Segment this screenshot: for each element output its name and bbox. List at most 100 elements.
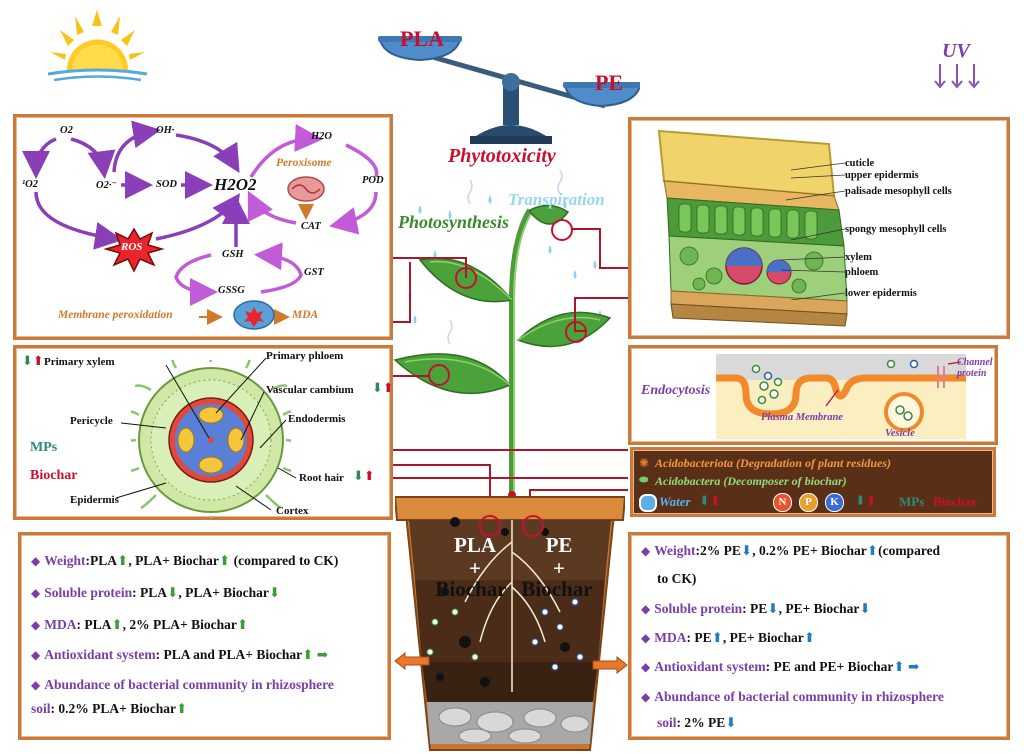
- root-label-leader-lines: [115, 357, 297, 511]
- right-arrow-icon: ➡: [316, 647, 329, 662]
- pla-abundance-row-2: soil: 0.2% PLA+ Biochar⬆: [31, 701, 188, 716]
- root-label-vascular-cambium: Vascular cambium: [266, 384, 354, 396]
- plant-illustration: [393, 169, 612, 528]
- nutrient-n-icon: N: [773, 493, 792, 512]
- pe-scale-label: PE: [595, 70, 624, 95]
- pe-weight-row-2: to CK): [657, 571, 697, 586]
- up-arrow-icon: ⬆: [866, 543, 879, 558]
- acidobactera-icon: ⬬: [639, 474, 649, 486]
- pla-abundance-row: ◆Abundance of bacterial community in rhi…: [31, 677, 334, 692]
- bullet-diamond-icon: ◆: [641, 660, 651, 674]
- left-orange-arrow-icon: [394, 652, 430, 670]
- pe-abundance-row-2: soil: 2% PE⬇: [657, 715, 737, 730]
- pot-illustration: [395, 496, 625, 751]
- pot-pe-line1: PE: [545, 533, 573, 557]
- bullet-diamond-icon: ◆: [31, 678, 41, 692]
- gst-label: GST: [304, 267, 324, 278]
- pod-label: POD: [362, 175, 384, 186]
- uv-label: UV: [942, 40, 970, 62]
- singlet-oxygen-label: ¹O2: [22, 179, 38, 190]
- root-label-primary-xylem: Primary xylem: [44, 356, 115, 368]
- pla-scale-label: PLA: [400, 26, 444, 51]
- endocytosis-label: Endocytosis: [641, 383, 711, 398]
- up-arrow-icon: ⬆: [218, 553, 231, 568]
- ros-label: ROS: [121, 241, 143, 253]
- root-cross-section-illustration: [131, 360, 291, 518]
- up-arrow-icon: ⬆: [175, 701, 188, 716]
- soil-mps-label: MPs: [899, 494, 925, 509]
- bullet-diamond-icon: ◆: [31, 648, 41, 662]
- up-arrow-icon: ⬆: [117, 553, 129, 568]
- leaf-label-cuticle: cuticle: [845, 158, 875, 169]
- gsh-label: GSH: [222, 249, 244, 260]
- pot-pla-line1: PLA: [454, 533, 496, 557]
- pla-mda-row: ◆MDA: PLA⬆, 2% PLA+ Biochar⬆: [31, 617, 249, 632]
- bullet-diamond-icon: ◆: [31, 554, 41, 568]
- balance-scale-icon: [378, 36, 640, 144]
- leaf-label-upper-epidermis: upper epidermis: [845, 170, 919, 181]
- down-arrow-icon: ⬇: [767, 601, 779, 616]
- pot-pe-plus: +: [553, 556, 565, 580]
- pot-pe-biochar: Biochar: [521, 577, 593, 601]
- nutrient-trend-icon: ⬇⬆: [855, 493, 877, 508]
- vesicle-label: Vesicle: [885, 428, 915, 439]
- ros-pathway-panel: O2 OH· H2O ¹O2 O2·⁻ SOD H2O2 Peroxisome …: [13, 114, 393, 340]
- down-arrow-icon: ⬇: [167, 585, 179, 600]
- root-biochar-label: Biochar: [30, 468, 78, 483]
- sun-icon: [47, 10, 148, 82]
- uv-arrows-icon: [934, 64, 980, 89]
- leaf-label-xylem: xylem: [845, 252, 872, 263]
- root-structure-panel: ⬇⬆ Primary xylem Primary phloem Vascular…: [13, 345, 394, 520]
- up-arrow-icon: ⬆: [302, 647, 314, 662]
- right-arrow-icon: ➡: [908, 659, 920, 674]
- bullet-diamond-icon: ◆: [31, 586, 41, 600]
- plasma-membrane-illustration: [716, 354, 966, 439]
- nutrient-p-icon: P: [799, 493, 818, 512]
- pla-protein-row: ◆Soluble protein: PLA⬇, PLA+ Biochar⬇: [31, 585, 281, 600]
- root-label-root-hair: Root hair: [299, 472, 344, 484]
- pe-mda-row: ◆MDA: PE⬆, PE+ Biochar⬆: [641, 630, 816, 645]
- pot-pla-label: PLA: [430, 534, 520, 556]
- down-arrow-icon: ⬇: [725, 715, 737, 730]
- pot-pla-plus: +: [469, 556, 481, 580]
- leaf-label-palisade: palisade mesophyll cells: [845, 186, 952, 197]
- root-hair-trend-icon: ⬇⬆: [353, 468, 375, 483]
- leaf-cross-section-illustration: [657, 129, 848, 327]
- nutrient-k-icon: K: [825, 493, 844, 512]
- leaf-label-lower-epidermis: lower epidermis: [845, 288, 917, 299]
- vascular-cambium-trend-icon: ⬇⬆: [372, 380, 394, 395]
- channel-protein-label: Channel protein: [957, 357, 993, 379]
- bullet-diamond-icon: ◆: [641, 602, 651, 616]
- bullet-diamond-icon: ◆: [641, 631, 651, 645]
- bullet-diamond-icon: ◆: [641, 544, 651, 558]
- up-arrow-icon: ⬆: [236, 617, 249, 632]
- bacteria-icon: ✺: [639, 456, 650, 470]
- gssg-label: GSSG: [218, 285, 245, 296]
- o2-label: O2: [60, 125, 73, 136]
- photosynthesis-label: Photosynthesis: [398, 212, 510, 232]
- plasma-membrane-label: Plasma Membrane: [761, 412, 843, 423]
- h2o2-label: H2O2: [214, 175, 257, 194]
- down-arrow-icon: ⬇: [859, 601, 871, 616]
- soil-biochar-label: Biochar: [933, 494, 978, 509]
- leaf-label-spongy: spongy mesophyll cells: [845, 224, 947, 235]
- peroxisome-label: Peroxisome: [276, 157, 332, 169]
- leaf-label-phloem: phloem: [845, 267, 879, 278]
- root-label-cortex: Cortex: [276, 505, 309, 517]
- ros-burst-icon: [103, 227, 165, 273]
- pe-weight-row: ◆Weight:2% PE⬇, 0.2% PE+ Biochar⬆(compar…: [641, 543, 941, 558]
- cat-label: CAT: [301, 221, 321, 232]
- pla-results-panel: ◆Weight:PLA⬆, PLA+ Biochar⬆ (compared to…: [18, 532, 391, 740]
- water-label: Water: [659, 494, 691, 509]
- pe-protein-row: ◆Soluble protein: PE⬇, PE+ Biochar⬇: [641, 601, 871, 616]
- leaf-structure-panel: cuticle upper epidermis palisade mesophy…: [628, 117, 1010, 339]
- sod-label: SOD: [156, 179, 178, 190]
- root-mps-label: MPs: [30, 440, 58, 455]
- phytotoxicity-label: Phytotoxicity: [448, 145, 556, 167]
- up-arrow-icon: ⬆: [893, 659, 905, 674]
- acidobactera-label: Acidobactera (Decomposer of biochar): [655, 474, 847, 488]
- right-orange-arrow-icon: [592, 656, 628, 674]
- membrane-peroxidation-label: Membrane peroxidation: [58, 309, 173, 321]
- endocytosis-panel: Endocytosis Channel protein Plasma Membr…: [628, 345, 998, 445]
- up-arrow-icon: ⬆: [803, 630, 816, 645]
